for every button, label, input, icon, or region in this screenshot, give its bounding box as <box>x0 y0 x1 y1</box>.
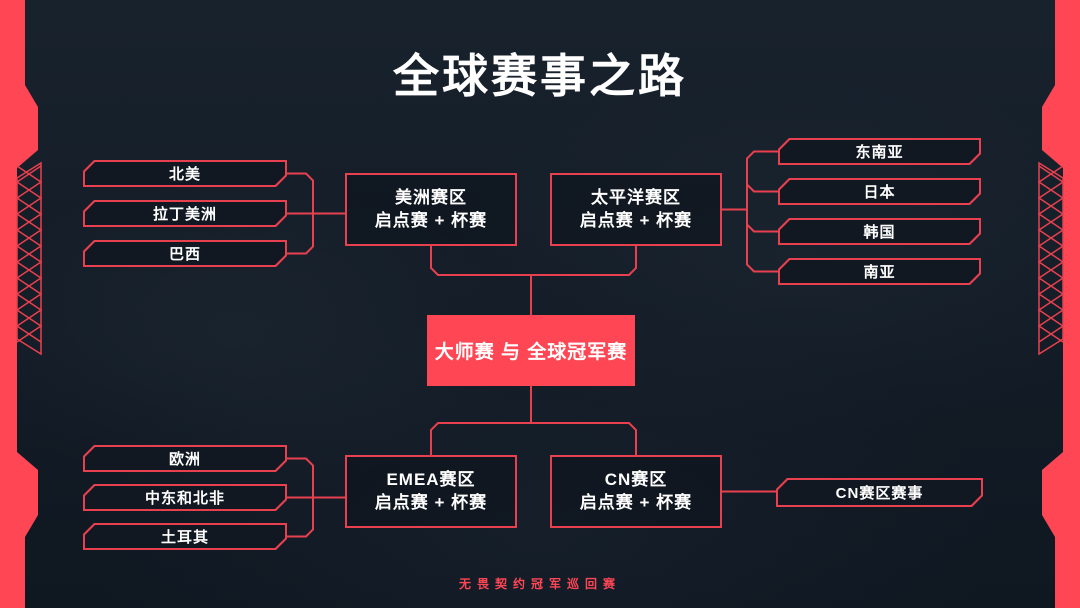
region-node-brazil: 巴西 <box>83 240 287 267</box>
region-label: 北美 <box>85 162 285 185</box>
hub-pacific: 太平洋赛区 启点赛 + 杯赛 <box>550 173 722 246</box>
region-label: CN赛区赛事 <box>778 480 981 505</box>
region-label: 土耳其 <box>85 525 285 548</box>
region-label: 东南亚 <box>780 140 979 163</box>
hub-subtitle: 启点赛 + 杯赛 <box>579 210 693 230</box>
hub-cn: CN赛区 启点赛 + 杯赛 <box>550 455 722 528</box>
region-node-japan: 日本 <box>778 178 981 205</box>
region-node-turkey: 土耳其 <box>83 523 287 550</box>
region-node-korea: 韩国 <box>778 218 981 245</box>
region-label: 南亚 <box>780 260 979 283</box>
hub-title: CN赛区 <box>604 469 668 489</box>
hub-subtitle: 启点赛 + 杯赛 <box>374 210 488 230</box>
region-label: 中东和北非 <box>85 486 285 509</box>
hub-title: 太平洋赛区 <box>591 187 681 207</box>
region-node-mena: 中东和北非 <box>83 484 287 511</box>
hub-emea: EMEA赛区 启点赛 + 杯赛 <box>345 455 517 528</box>
region-node-cn-events: CN赛区赛事 <box>776 478 983 507</box>
page-title: 全球赛事之路 <box>393 50 687 102</box>
node-masters-champions: 大师赛 与 全球冠军赛 <box>427 315 635 386</box>
hub-americas: 美洲赛区 启点赛 + 杯赛 <box>345 173 517 246</box>
region-node-latin-america: 拉丁美洲 <box>83 200 287 227</box>
region-label: 韩国 <box>780 220 979 243</box>
region-label: 欧洲 <box>85 447 285 470</box>
hub-title: EMEA赛区 <box>386 469 476 489</box>
hub-subtitle: 启点赛 + 杯赛 <box>374 492 488 512</box>
region-label: 巴西 <box>85 242 285 265</box>
region-label: 日本 <box>780 180 979 203</box>
region-label: 拉丁美洲 <box>85 202 285 225</box>
hub-subtitle: 启点赛 + 杯赛 <box>579 492 693 512</box>
region-node-southeast-asia: 东南亚 <box>778 138 981 165</box>
region-node-north-america: 北美 <box>83 160 287 187</box>
champions-tour-wordmark: 无畏契约冠军巡回赛 <box>458 577 621 591</box>
region-node-europe: 欧洲 <box>83 445 287 472</box>
region-node-south-asia: 南亚 <box>778 258 981 285</box>
hub-title: 美洲赛区 <box>395 187 467 207</box>
truss-pattern <box>15 161 43 356</box>
